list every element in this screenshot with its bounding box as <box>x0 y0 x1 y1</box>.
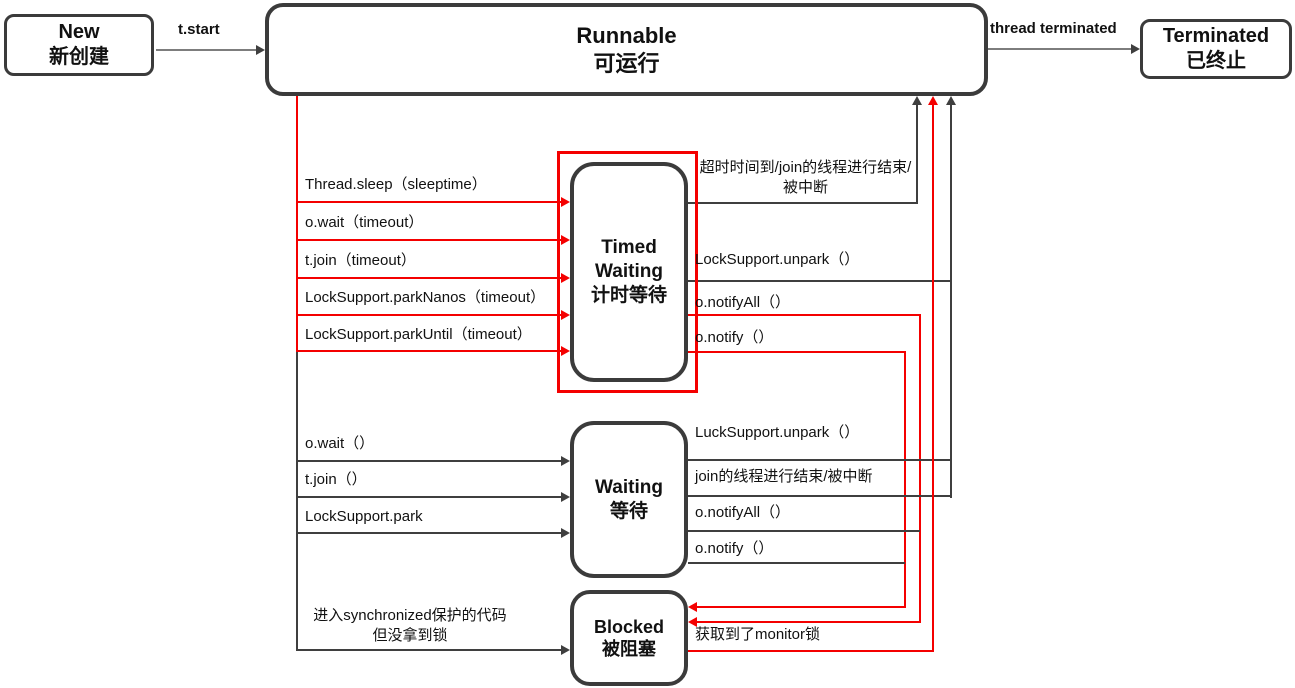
edge-timed-sleep-arrowhead <box>561 197 570 207</box>
edge-timed-parkuntil-line <box>296 350 561 352</box>
edge-timed-sleep-line <box>296 201 561 203</box>
state-timed-waiting-title-1: Timed <box>601 237 657 259</box>
edge-runnable-to-timed-trunk <box>296 96 298 353</box>
edge-waiting-tjoin-label: t.join（） <box>305 471 367 488</box>
edge-runnable-to-terminated-label: thread terminated <box>990 20 1117 37</box>
edge-timeout-arrowhead <box>912 96 922 105</box>
edge-runnable-to-blocked-label: 进入synchronized保护的代码 但没拿到锁 <box>300 606 520 646</box>
edge-unpark-join-arrowhead <box>946 96 956 105</box>
state-blocked: Blocked 被阻塞 <box>570 590 688 686</box>
edge-timed-tjoin-label: t.join（timeout） <box>305 252 416 269</box>
edge-notifyall-into-blocked-arrowhead <box>688 617 697 627</box>
edge-timeout-line <box>688 202 918 204</box>
edge-waiting-unpark-label: LuckSupport.unpark（） <box>695 424 860 441</box>
edge-timed-parknanos-label: LockSupport.parkNanos（timeout） <box>305 289 546 306</box>
edge-timeout-label-line2: 被中断 <box>782 179 828 196</box>
edge-timed-parknanos-line <box>296 314 561 316</box>
edge-timeout-vline <box>916 104 918 204</box>
edge-new-to-runnable-line <box>156 49 257 51</box>
state-terminated-title: Terminated <box>1162 25 1270 47</box>
state-timed-waiting-subtitle: 计时等待 <box>590 284 667 306</box>
edge-waiting-owait-arrowhead <box>561 456 570 466</box>
state-waiting: Waiting 等待 <box>570 421 688 578</box>
state-waiting-title: Waiting <box>595 476 663 498</box>
state-waiting-subtitle: 等待 <box>609 500 648 522</box>
edge-waiting-notify-label: o.notify（） <box>695 540 774 557</box>
edge-waiting-notify-line <box>688 562 905 564</box>
edge-waiting-owait-label: o.wait（） <box>305 435 375 452</box>
edge-timed-parkuntil-arrowhead <box>561 346 570 356</box>
edge-timed-notifyall-vline <box>919 314 921 623</box>
state-timed-waiting-title-2: Waiting <box>595 261 663 283</box>
state-terminated-subtitle: 已终止 <box>1186 50 1246 72</box>
timed-waiting-highlight-rect <box>557 151 698 393</box>
edge-new-to-runnable-label: t.start <box>178 21 220 38</box>
edge-timed-tjoin-line <box>296 277 561 279</box>
edge-waiting-tjoin-line <box>296 496 561 498</box>
state-new-title: New <box>58 21 100 43</box>
edge-timed-parknanos-arrowhead <box>561 310 570 320</box>
edge-waiting-notifyall-line <box>688 530 920 532</box>
edge-monitor-label: 获取到了monitor锁 <box>695 626 821 643</box>
edge-waiting-park-arrowhead <box>561 528 570 538</box>
edge-notify-into-blocked-arrowhead <box>688 602 697 612</box>
state-runnable-title: Runnable <box>576 23 677 48</box>
edge-timed-parkuntil-label: LockSupport.parkUntil（timeout） <box>305 326 532 343</box>
edge-timed-notifyall-line <box>688 314 920 316</box>
edge-runnable-to-blocked-arrowhead <box>561 645 570 655</box>
edge-timed-notify-line <box>688 351 906 353</box>
edge-unpark-join-vline <box>950 104 952 498</box>
edge-timed-owait-arrowhead <box>561 235 570 245</box>
edge-waiting-notifyall-label: o.notifyAll（） <box>695 504 791 521</box>
edge-timeout-label: 超时时间到/join的线程进行结束/ 被中断 <box>693 158 918 198</box>
edge-monitor-line <box>688 650 934 652</box>
edge-timeout-label-line1: 超时时间到/join的线程进行结束/ <box>699 159 912 176</box>
edge-waiting-tjoin-arrowhead <box>561 492 570 502</box>
state-terminated: Terminated 已终止 <box>1140 19 1292 79</box>
edge-timed-sleep-label: Thread.sleep（sleeptime） <box>305 176 487 193</box>
state-runnable-subtitle: 可运行 <box>593 50 660 76</box>
edge-runnable-to-blocked-label-line2: 但没拿到锁 <box>372 627 448 644</box>
edge-timed-unpark-line <box>688 280 951 282</box>
edge-waiting-owait-line <box>296 460 561 462</box>
edge-runnable-to-terminated-arrowhead <box>1131 44 1140 54</box>
state-runnable: Runnable 可运行 <box>265 3 988 96</box>
state-timed-waiting: Timed Waiting 计时等待 <box>570 162 688 382</box>
edge-monitor-vline <box>932 104 934 652</box>
edge-timed-tjoin-arrowhead <box>561 273 570 283</box>
edge-notify-into-blocked-line <box>697 606 906 608</box>
edge-waiting-unpark-line <box>688 459 951 461</box>
state-new-subtitle: 新创建 <box>49 46 109 68</box>
edge-runnable-to-blocked-line <box>296 649 561 651</box>
edge-runnable-to-blocked-label-line1: 进入synchronized保护的代码 <box>313 607 507 624</box>
edge-waiting-park-line <box>296 532 561 534</box>
state-new: New 新创建 <box>4 14 154 76</box>
edge-notifyall-into-blocked-line <box>697 621 921 623</box>
edge-runnable-down-trunk <box>296 352 298 651</box>
edge-timed-owait-line <box>296 239 561 241</box>
edge-timed-notify-vline <box>904 351 906 608</box>
edge-waiting-park-label: LockSupport.park <box>305 508 423 525</box>
edge-timed-notify-label: o.notify（） <box>695 329 774 346</box>
edge-monitor-arrowhead <box>928 96 938 105</box>
state-blocked-subtitle: 被阻塞 <box>602 639 656 659</box>
edge-runnable-to-terminated-line <box>988 48 1132 50</box>
state-blocked-title: Blocked <box>593 616 665 637</box>
edge-timed-unpark-label: LockSupport.unpark（） <box>695 251 860 268</box>
edge-waiting-joinend-line <box>688 495 951 497</box>
edge-new-to-runnable-arrowhead <box>256 45 265 55</box>
edge-waiting-joinend-label: join的线程进行结束/被中断 <box>695 468 873 485</box>
edge-timed-owait-label: o.wait（timeout） <box>305 214 424 231</box>
edge-timed-notifyall-label: o.notifyAll（） <box>695 294 791 311</box>
